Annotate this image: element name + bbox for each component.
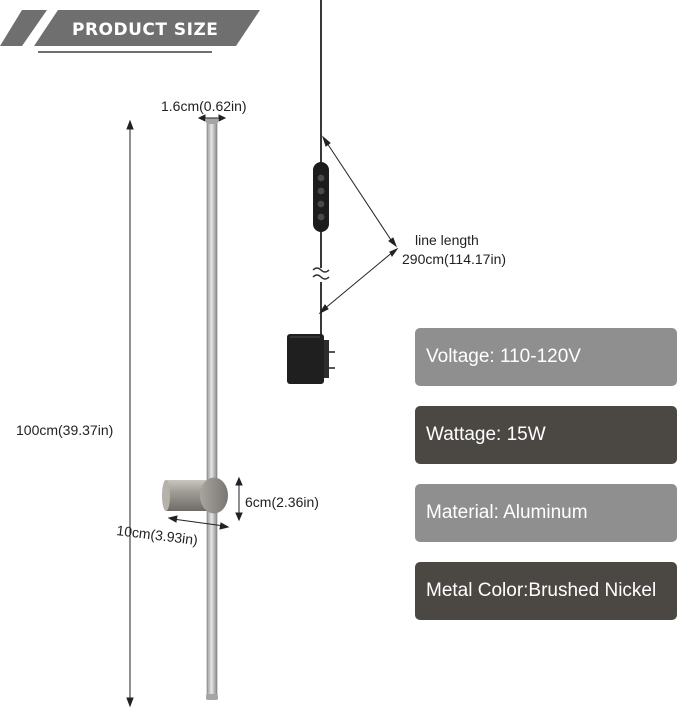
height-dimension xyxy=(126,119,134,708)
height-label: 100cm(39.37in) xyxy=(16,422,113,438)
power-cord xyxy=(312,0,330,335)
cylinder-depth-dimension xyxy=(167,515,230,530)
spec-metal-color: Metal Color:Brushed Nickel xyxy=(415,562,677,620)
header-title: PRODUCT SIZE xyxy=(72,20,218,40)
mount-cylinder-cap xyxy=(200,477,228,514)
header-stripe-left xyxy=(0,10,47,46)
line-length-arrows xyxy=(318,135,399,315)
cylinder-height-dimension xyxy=(235,476,243,522)
line-length-label: line length xyxy=(415,232,479,248)
inline-controller-icon xyxy=(313,162,329,232)
diameter-dimension xyxy=(197,114,227,122)
cylinder-depth-label: 10cm(3.93in) xyxy=(116,522,199,548)
cylinder-height-label: 6cm(2.36in) xyxy=(245,494,319,510)
wall-lamp-bar-icon xyxy=(162,118,228,700)
spec-material: Material: Aluminum xyxy=(415,484,677,542)
spec-wattage: Wattage: 15W xyxy=(415,406,677,464)
power-adapter-icon xyxy=(287,334,335,384)
diameter-label: 1.6cm(0.62in) xyxy=(161,98,247,114)
spec-voltage: Voltage: 110-120V xyxy=(415,328,677,386)
header-bar xyxy=(34,10,260,46)
line-length-value: 290cm(114.17in) xyxy=(402,251,506,267)
header-banner: PRODUCT SIZE xyxy=(0,10,260,53)
